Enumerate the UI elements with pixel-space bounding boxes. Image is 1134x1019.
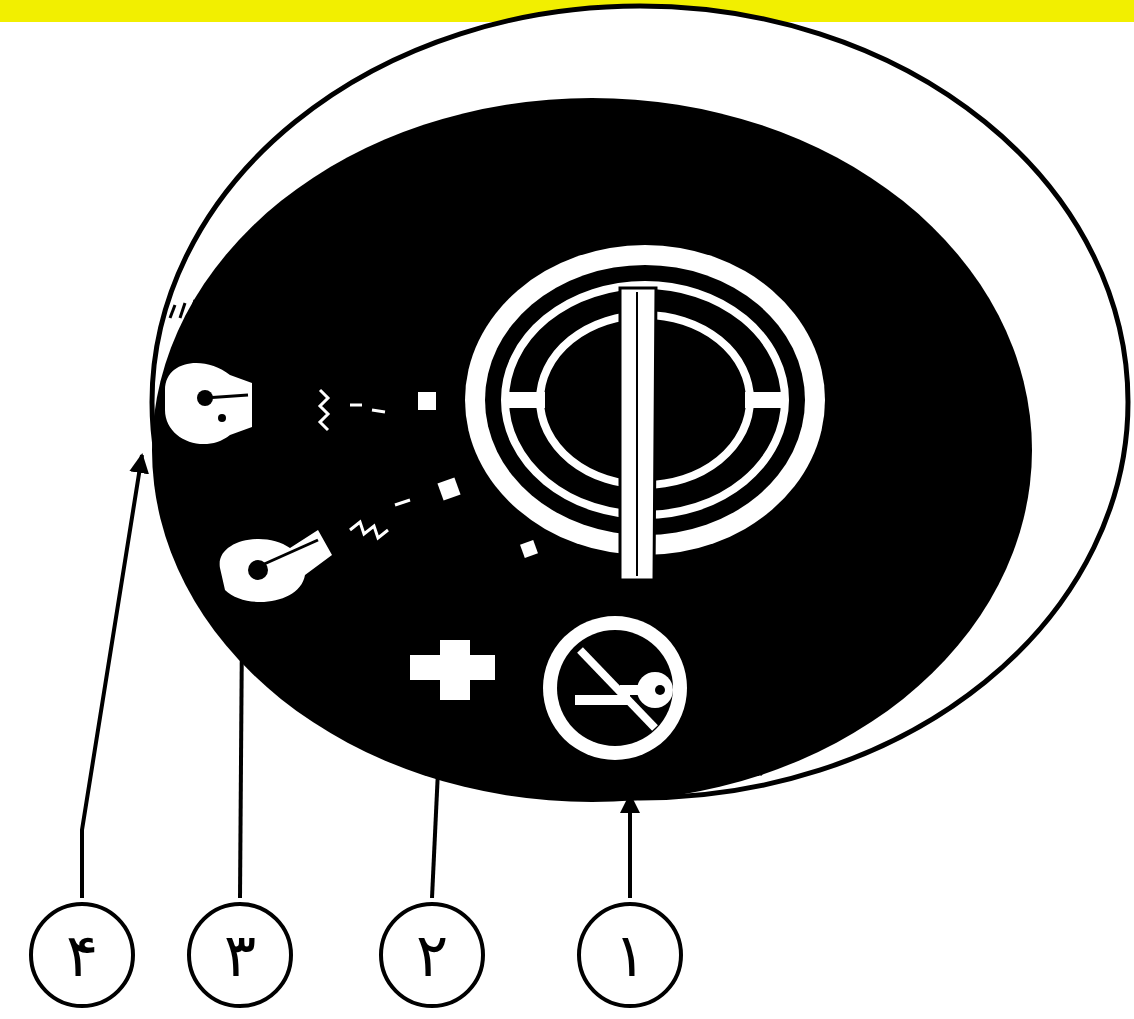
callout-number: ۱: [614, 925, 646, 985]
callout-number: ۳: [224, 925, 256, 985]
key-removal-symbol: [543, 616, 687, 760]
lock-cylinder: [465, 245, 825, 580]
callout-circle: ۴: [28, 901, 136, 1009]
callout-number: ۲: [416, 925, 448, 985]
switch-face: [152, 98, 1032, 802]
leader-arrows: [82, 455, 630, 898]
callout-circle: ۲: [378, 901, 486, 1009]
callout-circle: ۱: [576, 901, 684, 1009]
callout-number: ۴: [66, 925, 98, 985]
lamp-symbols: [165, 363, 538, 700]
callout-circle: ۳: [186, 901, 294, 1009]
